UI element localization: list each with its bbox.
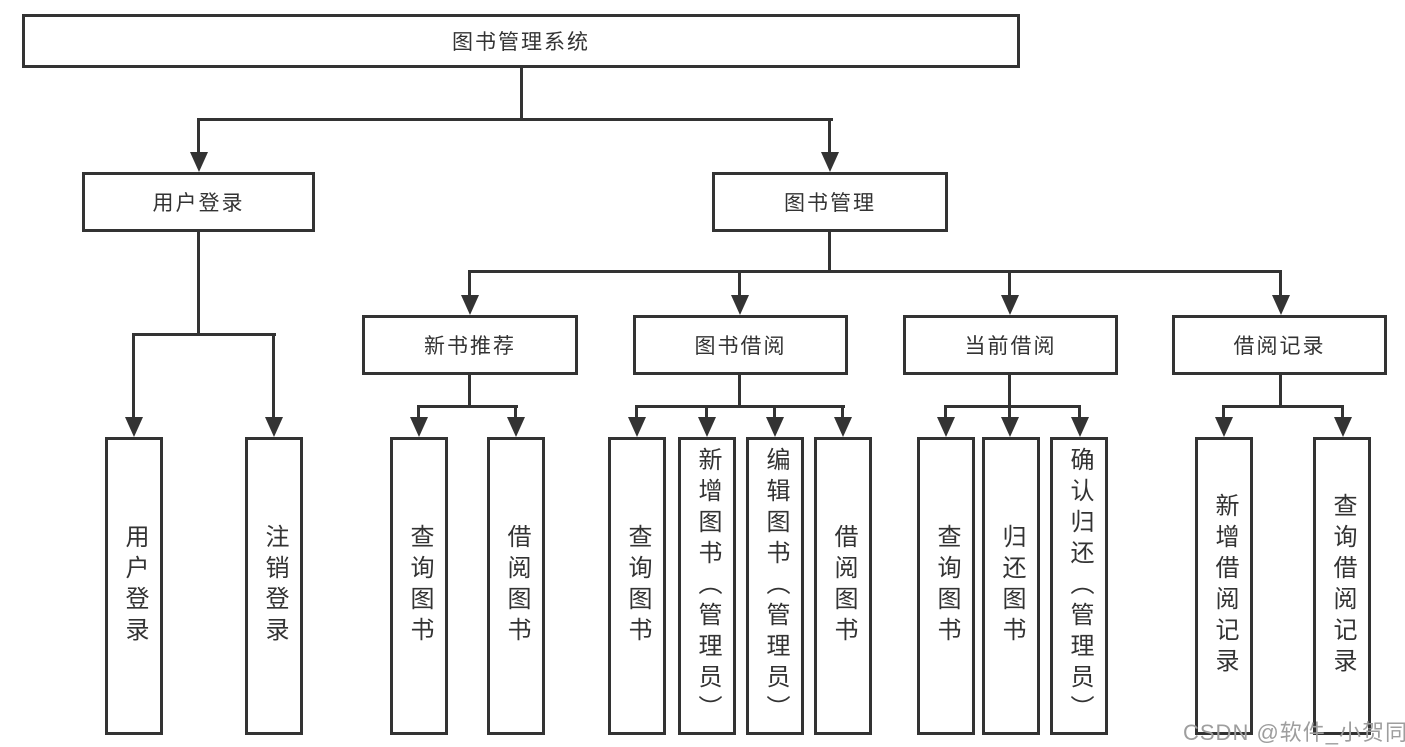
leaf-confirm-return-admin: 确认归还（管理员） [1050, 437, 1108, 735]
leaf-query-books: 查询图书 [390, 437, 448, 735]
node-label: 编辑图书（管理员） [762, 446, 789, 726]
arrowhead-down-icon [125, 417, 143, 437]
csdn-watermark: CSDN @软件_小贺同学 [1183, 720, 1405, 745]
node-label: 新增借阅记录 [1211, 493, 1238, 679]
node-root-library-system: 图书管理系统 [22, 14, 1020, 68]
connector-stub [272, 333, 275, 419]
connector-user-login-stem [197, 232, 200, 336]
leaf-logout: 注销登录 [245, 437, 303, 735]
connector-book-management-rail [468, 270, 1282, 273]
node-label: 查询图书 [406, 524, 433, 648]
connector-stub [1008, 270, 1011, 297]
node-label: 用户登录 [121, 524, 148, 648]
leaf-user-login: 用户登录 [105, 437, 163, 735]
arrowhead-down-icon [937, 417, 955, 437]
connector-stub-book-management [828, 118, 831, 154]
arrowhead-down-icon [821, 152, 839, 172]
leaf-query-books: 查询图书 [917, 437, 975, 735]
node-book-management: 图书管理 [712, 172, 948, 232]
node-label: 图书管理系统 [452, 31, 590, 54]
node-label: 查询图书 [624, 524, 651, 648]
leaf-borrow-books: 借阅图书 [487, 437, 545, 735]
node-label: 归还图书 [998, 524, 1025, 648]
connector-book-borrowing-stem [738, 375, 741, 408]
arrowhead-down-icon [410, 417, 428, 437]
connector-stub [841, 405, 844, 419]
connector-stub [635, 405, 638, 419]
leaf-return-books: 归还图书 [982, 437, 1040, 735]
connector-current-borrowing-rail [944, 405, 1081, 408]
leaf-borrow-books: 借阅图书 [814, 437, 872, 735]
connector-stub [417, 405, 420, 419]
arrowhead-down-icon [461, 295, 479, 315]
arrowhead-down-icon [1001, 417, 1019, 437]
node-label: 图书借阅 [694, 335, 787, 358]
arrowhead-down-icon [834, 417, 852, 437]
node-current-borrowing: 当前借阅 [903, 315, 1118, 375]
arrowhead-down-icon [1272, 295, 1290, 315]
node-borrowing-records: 借阅记录 [1172, 315, 1387, 375]
arrowhead-down-icon [698, 417, 716, 437]
connector-stub [705, 405, 708, 419]
connector-new-book-rail [417, 405, 518, 408]
connector-stub [944, 405, 947, 419]
node-new-book-recommend: 新书推荐 [362, 315, 578, 375]
leaf-query-borrow-record: 查询借阅记录 [1313, 437, 1371, 735]
arrowhead-down-icon [1334, 417, 1352, 437]
arrowhead-down-icon [628, 417, 646, 437]
node-label: 用户登录 [152, 192, 245, 215]
arrowhead-down-icon [731, 295, 749, 315]
connector-book-management-stem [828, 232, 831, 272]
node-label: 借阅图书 [830, 524, 857, 648]
connector-root-rail [197, 118, 833, 121]
connector-stub [468, 270, 471, 297]
connector-stub [1341, 405, 1344, 419]
connector-stub [773, 405, 776, 419]
connector-stub [1222, 405, 1225, 419]
connector-stub [132, 333, 135, 419]
connector-borrow-records-stem [1279, 375, 1282, 408]
connector-new-book-stem [468, 375, 471, 408]
node-label: 当前借阅 [964, 335, 1057, 358]
node-user-login: 用户登录 [82, 172, 315, 232]
arrowhead-down-icon [190, 152, 208, 172]
arrowhead-down-icon [1215, 417, 1233, 437]
connector-stub [1279, 270, 1282, 297]
node-label: 新增图书（管理员） [694, 446, 721, 726]
arrowhead-down-icon [507, 417, 525, 437]
connector-stub [1078, 405, 1081, 419]
arrowhead-down-icon [1001, 295, 1019, 315]
node-label: 查询图书 [933, 524, 960, 648]
node-label: 查询借阅记录 [1329, 493, 1356, 679]
node-label: 新书推荐 [424, 335, 516, 358]
arrowhead-down-icon [265, 417, 283, 437]
leaf-edit-books-admin: 编辑图书（管理员） [746, 437, 804, 735]
connector-current-borrowing-stem [1008, 375, 1011, 408]
node-book-borrowing: 图书借阅 [633, 315, 848, 375]
connector-book-borrowing-rail [635, 405, 845, 408]
node-label: 借阅记录 [1233, 335, 1326, 358]
leaf-query-books: 查询图书 [608, 437, 666, 735]
connector-stub [1008, 405, 1011, 419]
connector-root-stem [520, 68, 523, 120]
arrowhead-down-icon [766, 417, 784, 437]
node-label: 确认归还（管理员） [1066, 446, 1093, 726]
arrowhead-down-icon [1071, 417, 1089, 437]
leaf-add-books-admin: 新增图书（管理员） [678, 437, 736, 735]
node-label: 注销登录 [261, 524, 288, 648]
connector-stub [738, 270, 741, 297]
connector-borrow-records-rail [1222, 405, 1344, 408]
leaf-add-borrow-record: 新增借阅记录 [1195, 437, 1253, 735]
connector-user-login-rail [132, 333, 276, 336]
node-label: 借阅图书 [503, 524, 530, 648]
connector-stub [514, 405, 517, 419]
node-label: 图书管理 [784, 192, 876, 215]
connector-stub-user-login [197, 118, 200, 154]
